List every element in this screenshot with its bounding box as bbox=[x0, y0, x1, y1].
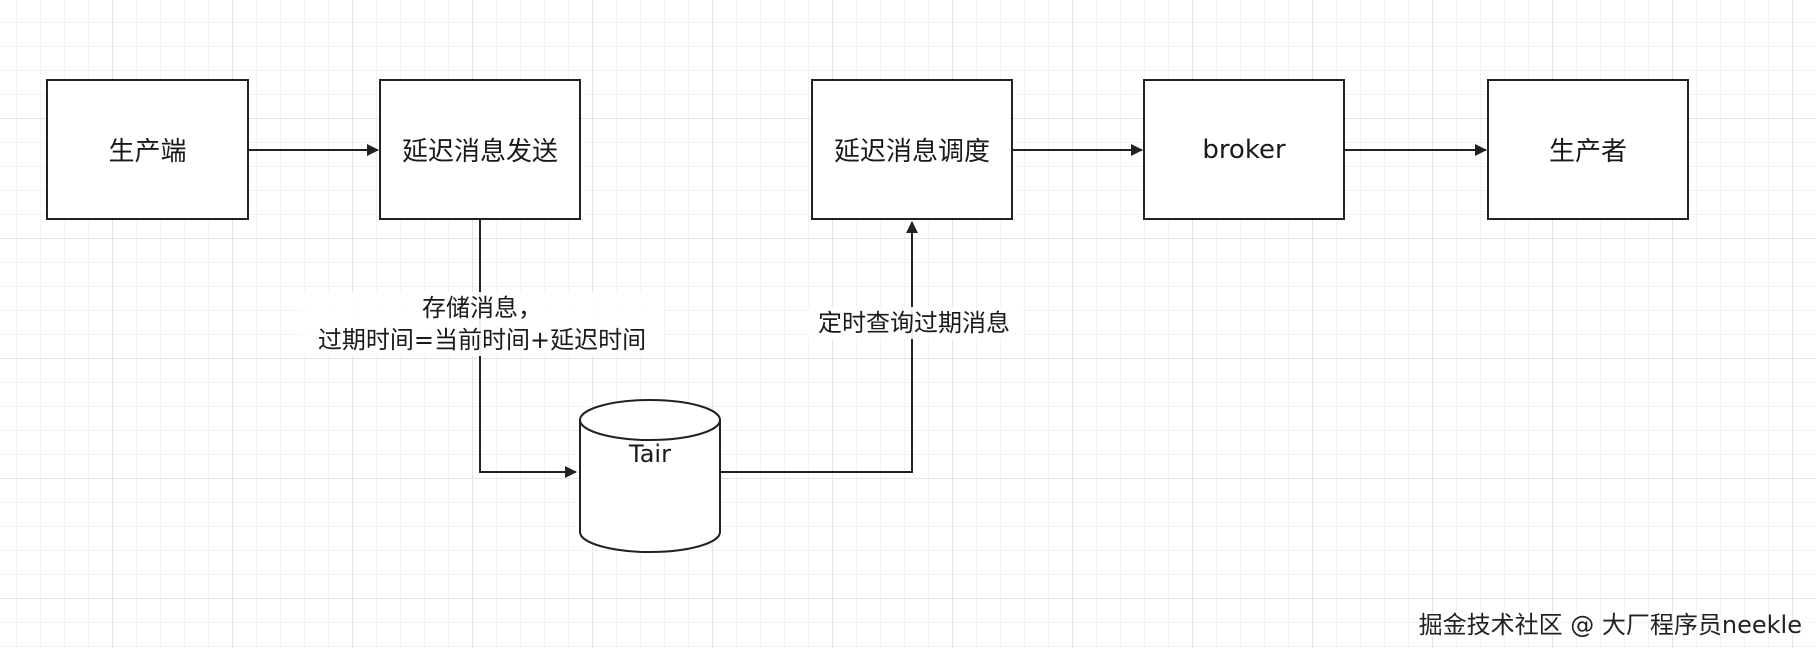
delay-send-label: 延迟消息发送 bbox=[401, 137, 558, 167]
store-edge-label-line1: 存储消息， bbox=[422, 294, 542, 322]
delay-schedule-box: 延迟消息调度 bbox=[811, 79, 1013, 220]
producer-box: 生产者 bbox=[1487, 79, 1689, 220]
producer-side-label: 生产端 bbox=[108, 137, 187, 167]
producer-label: 生产者 bbox=[1548, 137, 1627, 167]
delay-send-box: 延迟消息发送 bbox=[379, 79, 581, 220]
arrow-tair-to-schedule bbox=[720, 221, 918, 473]
query-edge-label: 定时查询过期消息 bbox=[806, 307, 1022, 339]
store-edge-label-line2: 过期时间=当前时间+延迟时间 bbox=[317, 326, 647, 354]
store-edge-label: 存储消息， 过期时间=当前时间+延迟时间 bbox=[300, 292, 664, 356]
producer-side-box: 生产端 bbox=[46, 79, 249, 220]
tair-label: Tair bbox=[629, 440, 671, 468]
broker-box: broker bbox=[1143, 79, 1345, 220]
tair-database-icon bbox=[579, 399, 721, 553]
delay-schedule-label: 延迟消息调度 bbox=[833, 137, 990, 167]
watermark: 掘金技术社区 @ 大厂程序员neekle bbox=[1418, 611, 1802, 639]
broker-label: broker bbox=[1202, 134, 1286, 165]
